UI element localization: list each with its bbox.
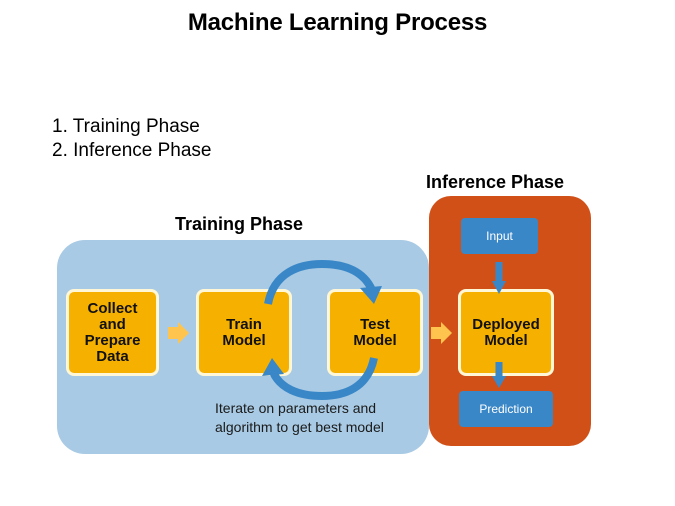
input-box: Input: [461, 218, 538, 254]
prediction-box: Prediction: [459, 391, 553, 427]
flow-arrow-right-icon: [431, 322, 452, 344]
cycle-arrow-bottom-icon: [262, 356, 378, 401]
step-label-line: Train: [226, 315, 262, 333]
arrow-down-icon: [492, 262, 506, 294]
step-label-line: Test: [360, 315, 390, 333]
step-label-line: Prepare: [84, 331, 141, 349]
flow-arrow-right-icon: [168, 322, 189, 344]
step-train-model: Train Model: [196, 289, 292, 376]
step-label-line: Model: [353, 331, 397, 349]
step-label-line: Deployed: [472, 315, 540, 333]
step-label-line: Model: [222, 331, 266, 349]
training-phase-heading: Training Phase: [175, 214, 304, 234]
step-deployed-model: Deployed Model: [458, 289, 554, 376]
step-label-line: and: [99, 315, 126, 333]
page-title: Machine Learning Process: [187, 9, 488, 36]
step-label-line: Data: [96, 347, 129, 365]
list-item-inference-phase: 2. Inference Phase: [52, 140, 212, 161]
step-label-line: Model: [484, 331, 528, 349]
iterate-note-line: algorithm to get best model: [215, 419, 384, 435]
iterate-note-line: Iterate on parameters and: [215, 400, 377, 416]
step-collect-prepare-data: Collect and Prepare Data: [66, 289, 159, 376]
list-item-training-phase: 1. Training Phase: [52, 116, 200, 137]
cycle-arrow-top-icon: [264, 259, 382, 305]
inference-phase-heading: Inference Phase: [426, 172, 565, 192]
arrow-down-icon: [492, 362, 506, 388]
step-label-line: Collect: [87, 299, 138, 317]
iterate-note: Iterate on parameters and algorithm to g…: [215, 399, 384, 437]
